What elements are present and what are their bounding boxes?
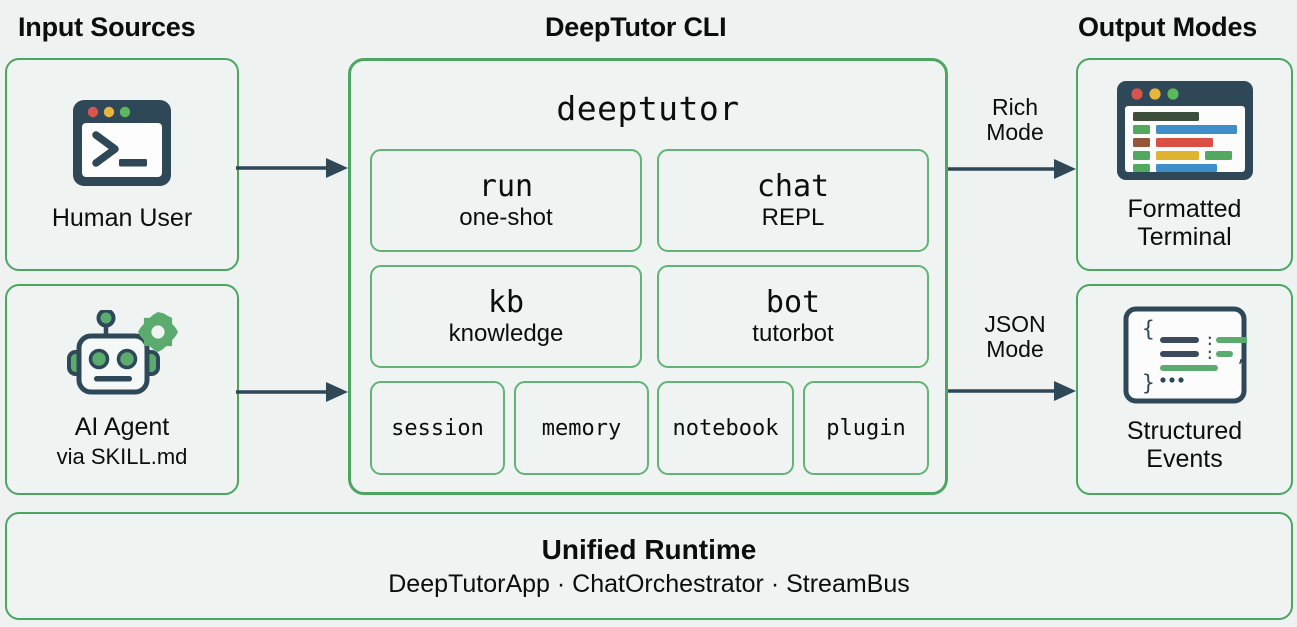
svg-text::: : — [1205, 330, 1215, 349]
command-desc-bot: tutorbot — [752, 319, 834, 347]
command-card-chat[interactable]: chat REPL — [657, 149, 929, 252]
runtime-title: Unified Runtime — [541, 533, 757, 565]
output-label-structured-events-line2: Events — [1146, 445, 1223, 473]
command-name-kb: kb — [487, 284, 525, 320]
command-card-session[interactable]: session — [370, 381, 505, 475]
arrow-cli-to-formatted-terminal — [948, 157, 1078, 186]
command-name-chat: chat — [756, 168, 830, 204]
output-label-formatted-terminal: Formatted Terminal — [1128, 195, 1242, 251]
terminal-window-icon — [70, 97, 174, 194]
arrow-label-json-mode-line2: Mode — [986, 335, 1044, 362]
command-card-notebook[interactable]: notebook — [657, 381, 794, 475]
json-document-icon: { } : : , — [1123, 306, 1253, 409]
runtime-subtitle: DeepTutorApp · ChatOrchestrator · Stream… — [388, 569, 910, 598]
svg-text:}: } — [1142, 371, 1155, 395]
arrow-label-json-mode: JSON Mode — [972, 312, 1058, 362]
command-card-plugin[interactable]: plugin — [803, 381, 929, 475]
arrow-label-rich-mode: Rich Mode — [975, 95, 1055, 145]
arrow-label-json-mode-line1: JSON — [984, 311, 1046, 337]
command-desc-chat: REPL — [761, 203, 825, 231]
input-card-ai-agent[interactable]: AI Agent via SKILL.md — [5, 284, 239, 495]
output-card-formatted-terminal[interactable]: Formatted Terminal — [1076, 58, 1293, 271]
output-card-structured-events[interactable]: { } : : , — [1076, 284, 1293, 495]
svg-text::: : — [1205, 344, 1215, 363]
command-name-plugin: plugin — [826, 415, 906, 441]
command-name-notebook: notebook — [672, 415, 779, 441]
formatted-terminal-icon — [1115, 79, 1255, 187]
cli-title: deeptutor — [556, 89, 740, 128]
command-name-bot: bot — [765, 284, 821, 320]
svg-text:{: { — [1142, 317, 1155, 341]
input-label-ai-agent: AI Agent — [74, 412, 170, 441]
output-label-structured-events-line1: Structured — [1126, 417, 1243, 445]
arrow-human-to-cli — [236, 156, 350, 185]
input-card-human-user[interactable]: Human User — [5, 58, 239, 271]
command-desc-run: one-shot — [459, 203, 553, 231]
svg-text:,: , — [1236, 347, 1246, 366]
arrow-agent-to-cli — [236, 380, 350, 409]
output-label-structured-events: Structured Events — [1127, 417, 1242, 473]
input-sublabel-skill-md: via SKILL.md — [56, 443, 188, 469]
robot-gear-icon — [66, 308, 178, 403]
command-name-run: run — [478, 168, 534, 204]
arrow-cli-to-structured-events — [948, 379, 1078, 408]
output-label-formatted-terminal-line2: Terminal — [1137, 222, 1232, 251]
command-card-memory[interactable]: memory — [514, 381, 649, 475]
command-name-session: session — [391, 415, 484, 441]
heading-output-modes: Output Modes — [1078, 12, 1258, 42]
unified-runtime-panel[interactable]: Unified Runtime DeepTutorApp · ChatOrche… — [5, 512, 1293, 620]
command-desc-kb: knowledge — [448, 319, 564, 347]
heading-deeptutor-cli: DeepTutor CLI — [545, 12, 727, 42]
command-card-bot[interactable]: bot tutorbot — [657, 265, 929, 368]
input-label-human-user: Human User — [51, 204, 193, 232]
command-card-run[interactable]: run one-shot — [370, 149, 642, 252]
arrow-label-rich-mode-line1: Rich — [991, 94, 1038, 120]
command-name-memory: memory — [541, 415, 622, 441]
cli-panel[interactable]: deeptutor run one-shot chat REPL kb know… — [348, 58, 948, 495]
arrow-label-rich-mode-line2: Mode — [986, 118, 1044, 145]
output-label-formatted-terminal-line1: Formatted — [1127, 194, 1242, 223]
command-card-kb[interactable]: kb knowledge — [370, 265, 642, 368]
heading-input-sources: Input Sources — [18, 12, 196, 42]
